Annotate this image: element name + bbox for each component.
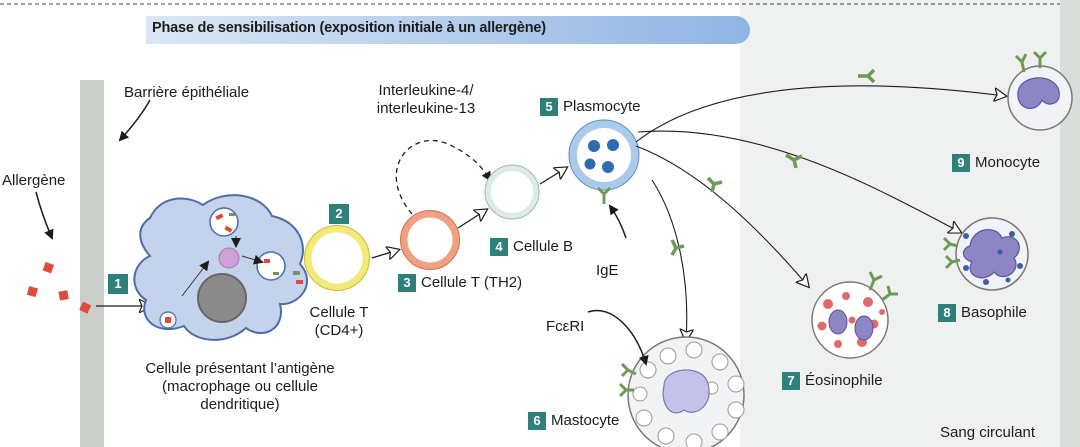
- apc-vesicle: [209, 207, 239, 237]
- interleukin-feedback-arrow: [395, 139, 491, 215]
- circulating-ige: [670, 68, 876, 256]
- antigen-presenting-cell: [133, 194, 308, 341]
- label-th2-text: Cellule T (TH2): [421, 274, 523, 291]
- label-fceri: FcεRI: [546, 318, 585, 335]
- t-cell-cd4: [304, 225, 370, 291]
- allergen-particles: [26, 261, 92, 314]
- label-tcell-cd4: Cellule T (CD4+): [304, 304, 374, 340]
- label-apc-line1: Cellule présentant l’antigène: [145, 360, 335, 377]
- step-5-badge: 5: [540, 98, 558, 116]
- label-eosinophile: 7 Éosinophile: [782, 372, 883, 390]
- plasmocyte-antibody: [596, 186, 612, 204]
- arrow-th2-to-bcell: [457, 210, 486, 229]
- step-6-badge: 6: [528, 412, 546, 430]
- apc-nucleus: [197, 273, 247, 323]
- label-mastocyte-text: Mastocyte: [551, 412, 620, 429]
- label-apc-line3: dendritique): [200, 396, 280, 413]
- fceri-pointer-arrow: [587, 309, 649, 366]
- plasmocyte-cell: [569, 120, 639, 190]
- step-2-badge: 2: [329, 204, 349, 224]
- arrow-tcell-to-th2: [371, 250, 398, 258]
- label-plasmocyte: 5 Plasmocyte: [540, 98, 641, 116]
- apc-organelle: [218, 247, 240, 269]
- label-tcell-line2: (CD4+): [314, 322, 364, 339]
- title-banner: [146, 16, 750, 44]
- label-eosinophile-text: Éosinophile: [805, 372, 883, 389]
- arrow-bcell-to-plasmocyte: [539, 168, 566, 185]
- step-8-badge: 8: [938, 304, 956, 322]
- arrow-to-mastocyte: [651, 179, 687, 340]
- step-1-badge: 1: [108, 274, 128, 294]
- step-9-badge: 9: [952, 154, 970, 172]
- epithelial-barrier: [80, 80, 104, 447]
- label-mastocyte: 6 Mastocyte: [528, 412, 619, 430]
- label-ige: IgE: [596, 262, 619, 279]
- label-tcell-line1: Cellule T: [309, 304, 369, 321]
- label-monocyte-text: Monocyte: [975, 154, 1041, 171]
- page-edge: [1060, 0, 1080, 447]
- arrow-to-basophile: [637, 130, 960, 232]
- barrier-pointer-arrow: [118, 99, 151, 142]
- apc-vesicle-2: [256, 251, 286, 281]
- arrow-to-monocyte: [635, 85, 1005, 143]
- step-7-badge: 7: [782, 372, 800, 390]
- label-basophile-text: Basophile: [961, 304, 1027, 321]
- label-il-line2: interleukine-13: [376, 100, 476, 117]
- label-il-line1: Interleukine-4/: [378, 82, 474, 99]
- label-plasmocyte-text: Plasmocyte: [563, 98, 641, 115]
- b-cell: [485, 165, 539, 219]
- ige-pointer-arrow: [608, 204, 627, 239]
- label-bcell-text: Cellule B: [513, 238, 574, 255]
- diagram-title: Phase de sensibilisation (exposition ini…: [152, 20, 546, 36]
- t-cell-th2: [400, 210, 460, 270]
- label-apc-line2: (macrophage ou cellule: [162, 378, 318, 395]
- label-barriere: Barrière épithéliale: [124, 84, 250, 101]
- label-interleukin: Interleukine-4/ interleukine-13: [356, 82, 496, 118]
- plasmocyte-granules: [584, 139, 619, 173]
- label-monocyte: 9 Monocyte: [952, 154, 1040, 172]
- label-apc: Cellule présentant l’antigène (macrophag…: [116, 360, 364, 414]
- step-3-badge: 3: [398, 274, 416, 292]
- label-sang-circulant: Sang circulant: [940, 424, 1036, 441]
- arrow-to-eosinophile: [635, 145, 808, 286]
- label-basophile: 8 Basophile: [938, 304, 1027, 322]
- label-th2: 3 Cellule T (TH2): [398, 274, 522, 292]
- allergen-pointer-arrow: [35, 191, 54, 240]
- label-bcell: 4 Cellule B: [490, 238, 573, 256]
- label-allergene: Allergène: [2, 172, 66, 189]
- step-4-badge: 4: [490, 238, 508, 256]
